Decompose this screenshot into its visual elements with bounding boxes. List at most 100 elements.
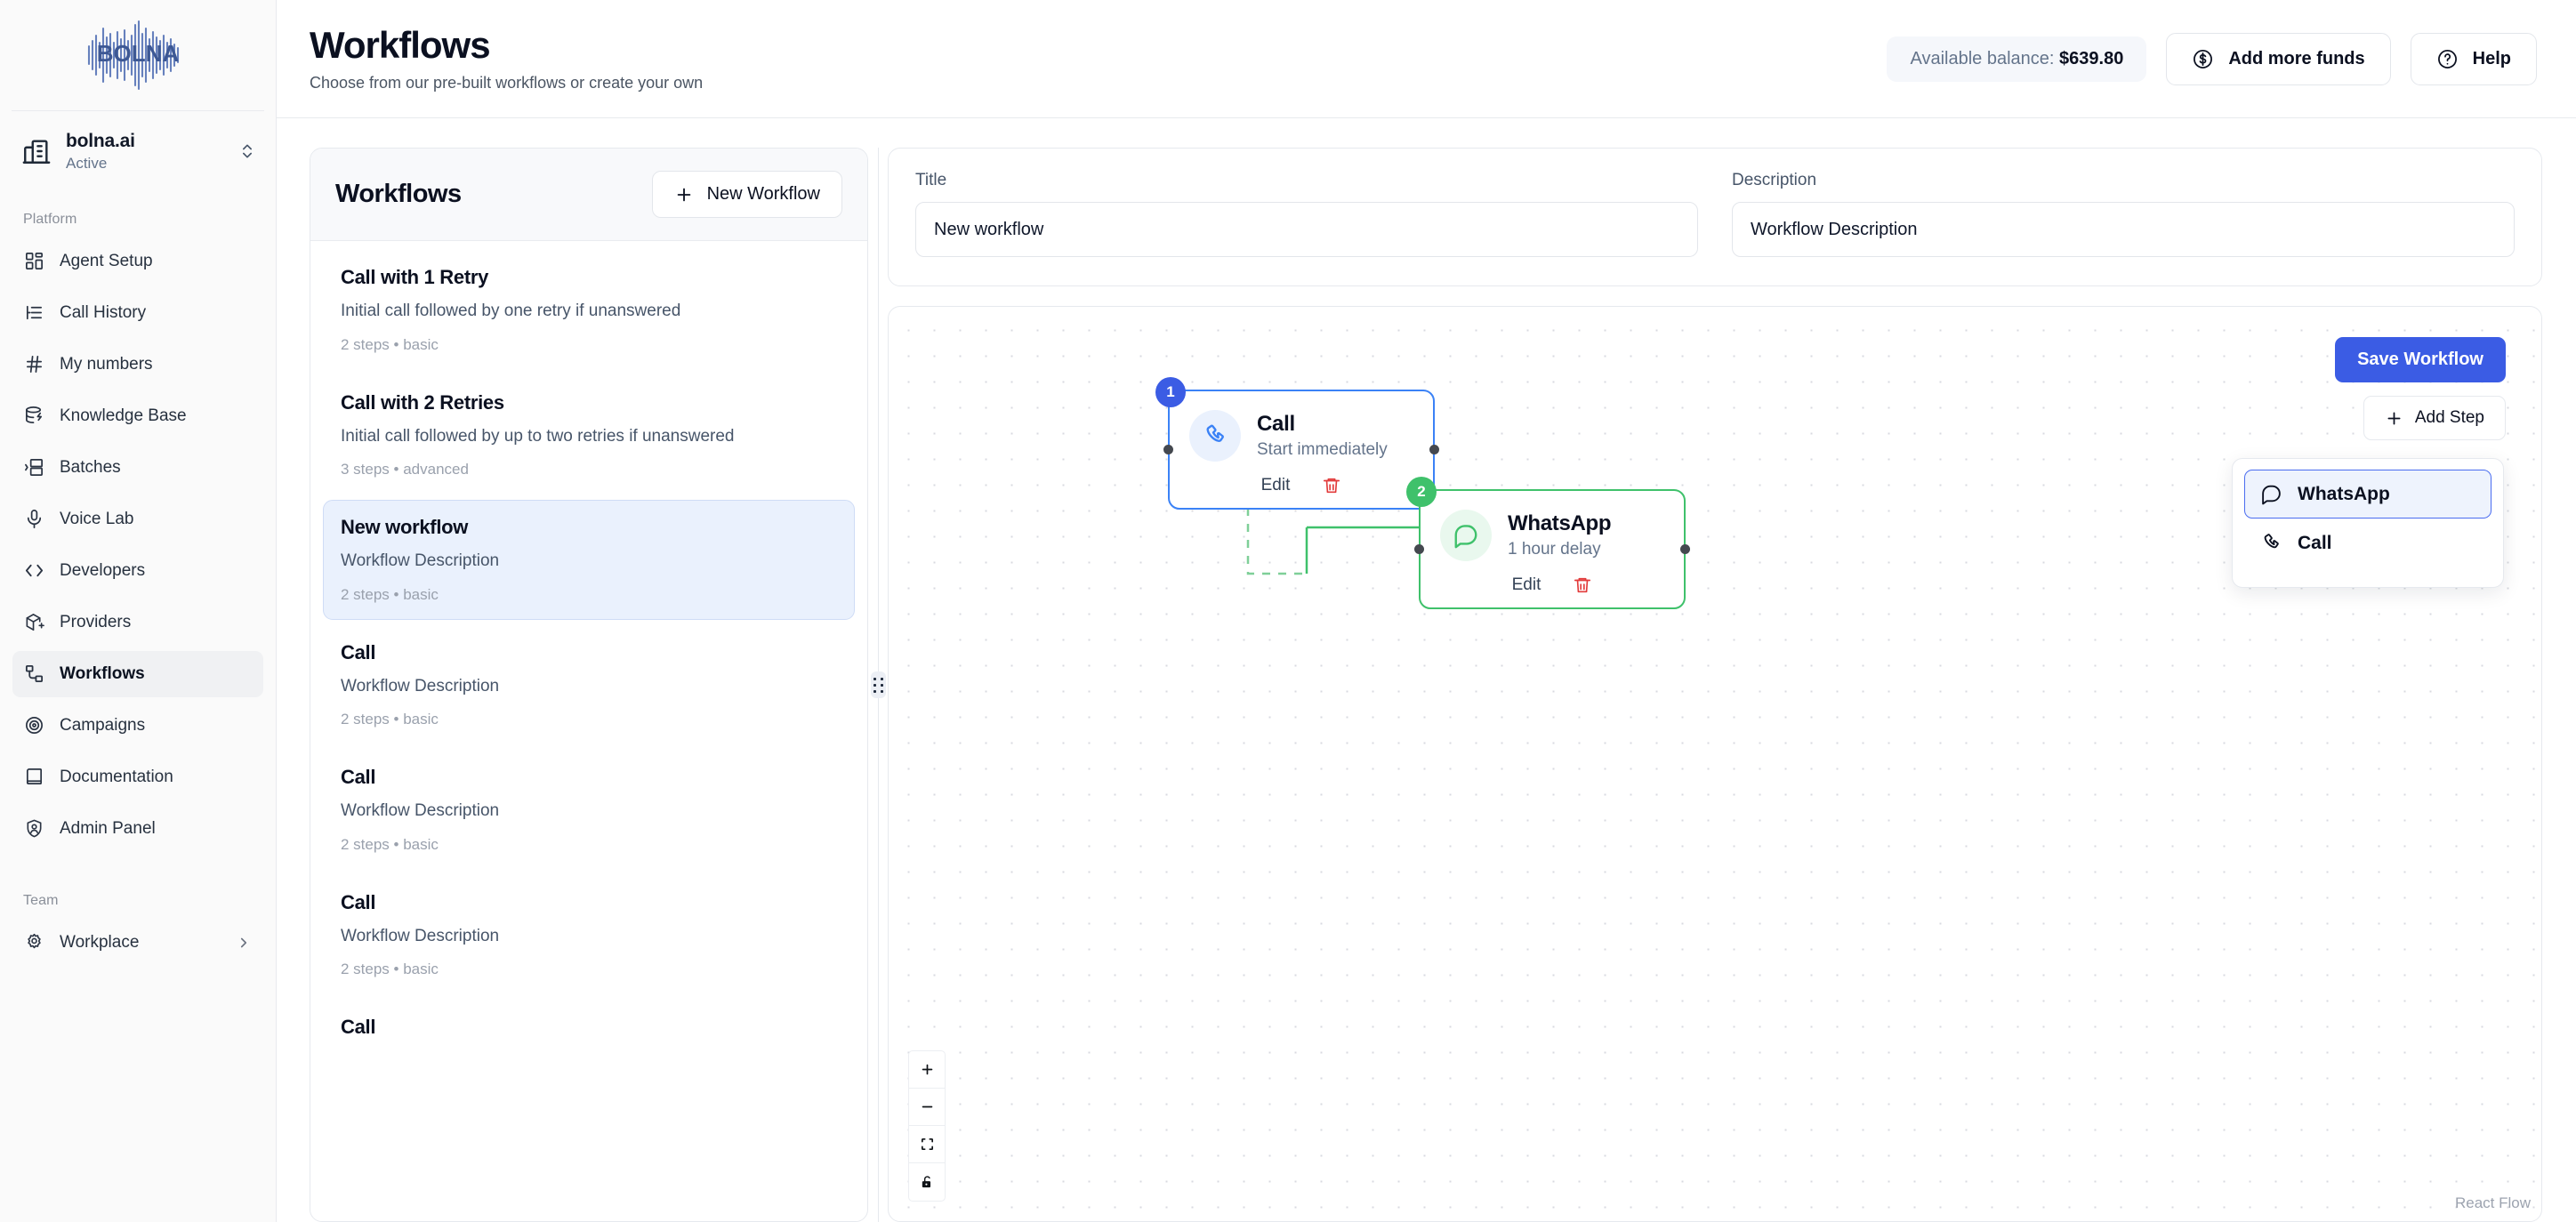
workflow-meta: 2 steps • basic bbox=[341, 585, 439, 603]
step-menu-item-whatsapp[interactable]: WhatsApp bbox=[2244, 470, 2491, 519]
sidebar-item-workflows[interactable]: Workflows bbox=[12, 650, 263, 697]
sidebar-item-label: Developers bbox=[60, 560, 146, 580]
unlock-icon[interactable] bbox=[909, 1163, 945, 1201]
title-input[interactable] bbox=[915, 202, 1698, 257]
workflow-meta: 2 steps • basic bbox=[341, 835, 439, 853]
sidebar-item-knowledge-base[interactable]: Knowledge Base bbox=[12, 393, 263, 439]
sidebar-item-batches[interactable]: Batches bbox=[12, 445, 263, 491]
workflow-list-item-selected[interactable]: New workflow Workflow Description 2 step… bbox=[323, 500, 855, 620]
sidebar-item-campaigns[interactable]: Campaigns bbox=[12, 703, 263, 749]
workflow-list-item[interactable]: Call bbox=[323, 1000, 855, 1055]
sidebar-item-my-numbers[interactable]: My numbers bbox=[12, 342, 263, 388]
message-icon bbox=[2260, 483, 2282, 505]
chevron-up-down-icon[interactable] bbox=[238, 140, 256, 163]
package-plus-icon bbox=[24, 612, 44, 632]
content-area: Workflows New Workflow Call with 1 Retry… bbox=[277, 118, 2576, 1222]
nav-team: Workplace bbox=[0, 920, 276, 971]
plus-icon bbox=[2385, 409, 2403, 428]
workflow-list-header: Workflows New Workflow bbox=[310, 149, 867, 241]
node-subtitle: 1 hour delay bbox=[1508, 540, 1601, 559]
sidebar-item-label: Workflows bbox=[60, 663, 145, 683]
node-title: WhatsApp bbox=[1508, 511, 1612, 535]
flow-node-call[interactable]: 1 Call Start immediately bbox=[1155, 377, 1439, 510]
sidebar-item-label: My numbers bbox=[60, 354, 153, 374]
workflow-list-item[interactable]: Call Workflow Description 2 steps • basi… bbox=[323, 875, 855, 995]
add-more-funds-label: Add more funds bbox=[2228, 48, 2365, 68]
workflow-name: Call bbox=[341, 640, 376, 663]
workflow-list-item[interactable]: Call with 1 Retry Initial call followed … bbox=[323, 250, 855, 370]
sidebar-item-call-history[interactable]: Call History bbox=[12, 290, 263, 336]
balance-value: $639.80 bbox=[2059, 48, 2124, 68]
add-step-menu: WhatsApp Call bbox=[2232, 458, 2504, 588]
workflow-list-title: Workflows bbox=[335, 180, 462, 208]
sidebar-item-label: Knowledge Base bbox=[60, 406, 187, 425]
zoom-out-icon[interactable] bbox=[909, 1089, 945, 1126]
page-title: Workflows bbox=[310, 24, 491, 67]
available-balance: Available balance: $639.80 bbox=[1887, 36, 2147, 82]
step-menu-item-call[interactable]: Call bbox=[2244, 519, 2491, 567]
react-flow-attribution[interactable]: React Flow bbox=[2454, 1194, 2531, 1211]
sidebar-item-voice-lab[interactable]: Voice Lab bbox=[12, 496, 263, 543]
sidebar-item-label: Admin Panel bbox=[60, 818, 156, 838]
workflow-name: Call bbox=[341, 1016, 376, 1039]
fit-view-icon[interactable] bbox=[909, 1126, 945, 1163]
resizer-grip-icon[interactable] bbox=[870, 671, 886, 698]
logo-text: BOLNA bbox=[97, 40, 180, 67]
canvas-dot-grid bbox=[889, 307, 2541, 1221]
sidebar-item-admin-panel[interactable]: Admin Panel bbox=[12, 806, 263, 852]
sidebar-item-agent-setup[interactable]: Agent Setup bbox=[12, 238, 263, 285]
step-menu-label: Call bbox=[2298, 532, 2332, 553]
trash-icon[interactable] bbox=[1573, 575, 1592, 595]
sidebar: BOLNA bolna.ai Active Platfor bbox=[0, 0, 277, 1222]
org-name: bolna.ai bbox=[66, 131, 135, 151]
node-edit-button[interactable]: Edit bbox=[1260, 476, 1291, 494]
list-icon bbox=[24, 302, 44, 323]
workflow-meta: 2 steps • basic bbox=[341, 711, 439, 728]
description-field-group: Description bbox=[1732, 171, 2515, 257]
sidebar-item-providers[interactable]: Providers bbox=[12, 599, 263, 646]
node-step-badge: 2 bbox=[1406, 477, 1437, 507]
node-step-badge: 1 bbox=[1155, 377, 1186, 407]
plus-icon bbox=[674, 185, 694, 205]
node-edit-button[interactable]: Edit bbox=[1511, 575, 1542, 594]
workflow-list[interactable]: Call with 1 Retry Initial call followed … bbox=[310, 241, 867, 1221]
add-step-button[interactable]: Add Step bbox=[2363, 396, 2506, 440]
node-title: Call bbox=[1257, 412, 1295, 436]
node-handle-left[interactable] bbox=[1414, 544, 1424, 554]
sidebar-item-developers[interactable]: Developers bbox=[12, 548, 263, 594]
sidebar-item-label: Call History bbox=[60, 302, 147, 322]
node-handle-left[interactable] bbox=[1163, 445, 1173, 454]
panel-resize-handle[interactable] bbox=[868, 148, 888, 1222]
workflow-list-item[interactable]: Call Workflow Description 2 steps • basi… bbox=[323, 750, 855, 870]
help-label: Help bbox=[2472, 48, 2511, 68]
target-icon bbox=[24, 715, 44, 736]
workflow-description: Initial call followed by one retry if un… bbox=[341, 301, 681, 320]
new-workflow-button[interactable]: New Workflow bbox=[651, 171, 842, 218]
shield-user-icon bbox=[24, 818, 44, 839]
sidebar-item-label: Agent Setup bbox=[60, 251, 153, 270]
node-handle-right[interactable] bbox=[1680, 544, 1690, 554]
description-input[interactable] bbox=[1732, 202, 2515, 257]
sidebar-item-documentation[interactable]: Documentation bbox=[12, 754, 263, 800]
flow-node-whatsapp[interactable]: 2 WhatsApp 1 hour delay bbox=[1406, 477, 1690, 609]
node-subtitle: Start immediately bbox=[1257, 440, 1388, 459]
workflow-meta: 2 steps • basic bbox=[341, 335, 439, 353]
workflow-list-item[interactable]: Call with 2 Retries Initial call followe… bbox=[323, 375, 855, 495]
flow-canvas[interactable]: Save Workflow Add Step WhatsApp Call bbox=[888, 306, 2542, 1222]
workflow-editor: Title Description bbox=[888, 148, 2542, 1222]
sidebar-item-workplace[interactable]: Workplace bbox=[12, 920, 263, 966]
sidebar-divider bbox=[12, 110, 264, 111]
zoom-in-icon[interactable] bbox=[909, 1051, 945, 1089]
trash-icon[interactable] bbox=[1322, 476, 1341, 495]
brand-logo[interactable]: BOLNA bbox=[0, 0, 276, 110]
help-button[interactable]: Help bbox=[2410, 32, 2537, 85]
org-switcher[interactable]: bolna.ai Active bbox=[0, 111, 276, 192]
add-more-funds-button[interactable]: Add more funds bbox=[2166, 32, 2391, 85]
workflow-meta: 2 steps • basic bbox=[341, 961, 439, 978]
workflow-list-item[interactable]: Call Workflow Description 2 steps • basi… bbox=[323, 625, 855, 745]
book-icon bbox=[24, 767, 44, 787]
save-workflow-button[interactable]: Save Workflow bbox=[2335, 337, 2506, 382]
sidebar-item-label: Batches bbox=[60, 457, 121, 477]
node-handle-right[interactable] bbox=[1429, 445, 1439, 454]
